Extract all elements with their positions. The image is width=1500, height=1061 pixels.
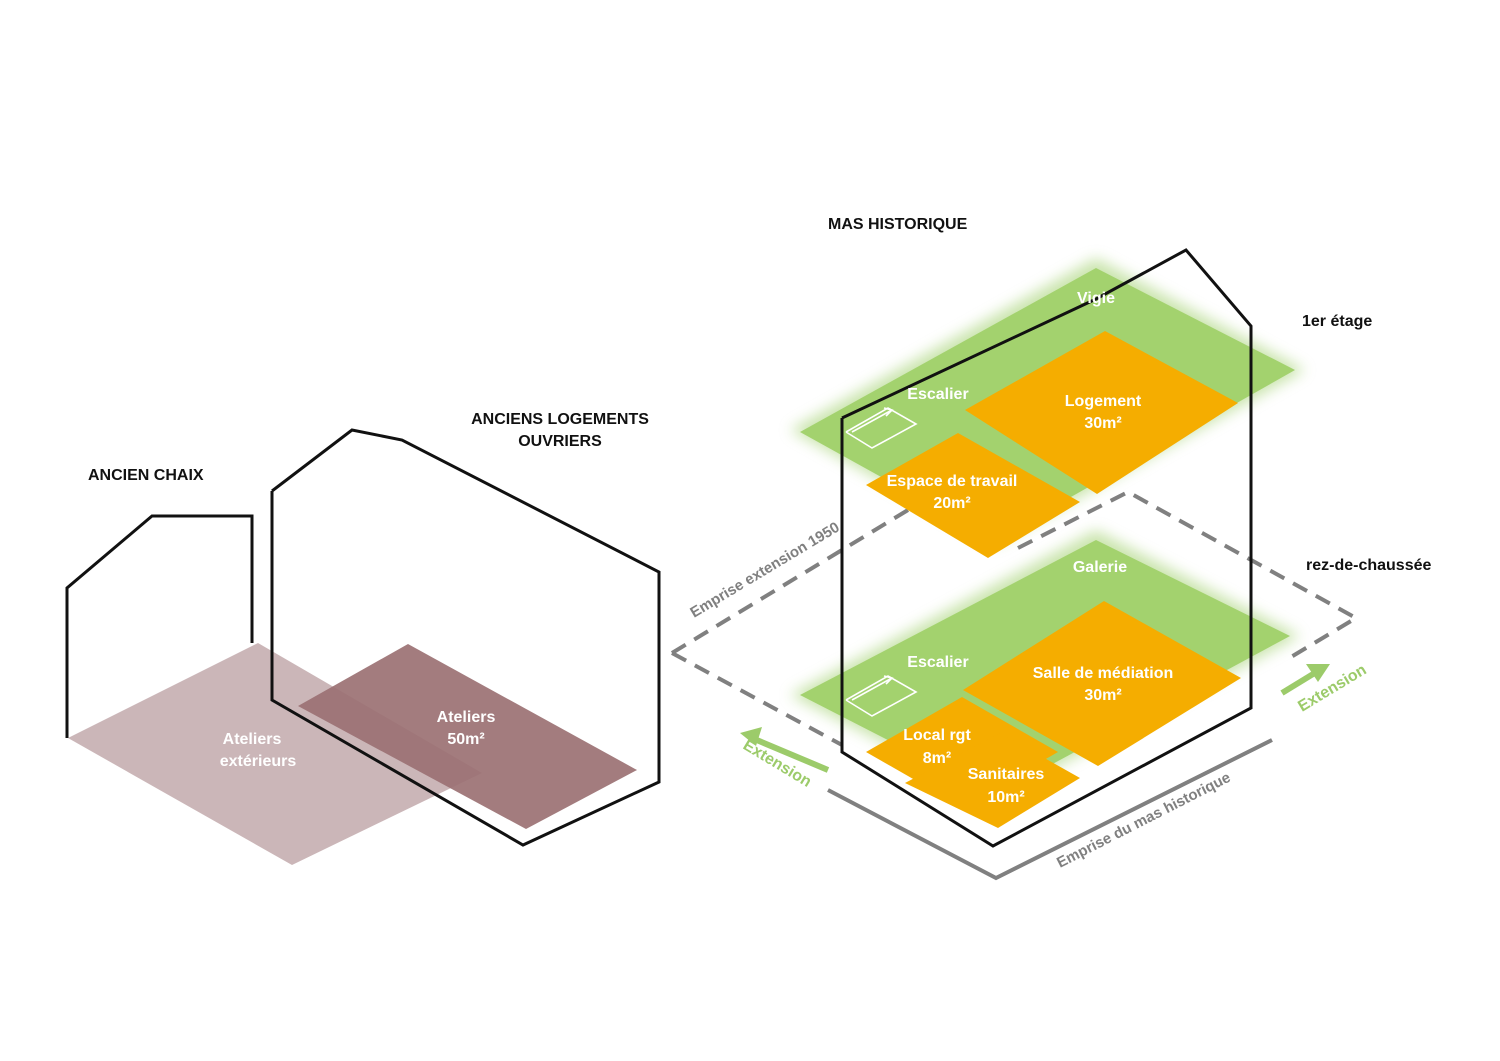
extension-right-label: Extension: [1295, 661, 1369, 715]
chaix-title: ANCIEN CHAIX: [88, 467, 204, 484]
logements-outline: [270, 428, 661, 847]
stair-arrow-icon: [845, 675, 918, 717]
extension-1950-footprint: [670, 508, 910, 655]
ancien-chaix-group: ANCIEN CHAIX Ateliers extérieurs: [65, 467, 482, 865]
mas-title: MAS HISTORIQUE: [828, 216, 968, 233]
chaix-outline: [65, 514, 254, 738]
stair-arrow-icon: [845, 407, 918, 449]
sanitaires-room: [905, 733, 1080, 828]
mas-historique-group: MAS HISTORIQUE 1er étage rez-de-chaussée…: [670, 216, 1431, 881]
logement-label-2: 30m²: [1084, 415, 1121, 432]
level-ground-label: rez-de-chaussée: [1306, 557, 1431, 574]
escalier-first-label: Escalier: [907, 386, 968, 403]
extension-arrow-icon: [740, 727, 830, 773]
galerie-label: Galerie: [1073, 559, 1127, 576]
logement-room: [965, 331, 1238, 494]
mediation-label-1: Salle de médiation: [1033, 665, 1173, 682]
logements-title-1: ANCIENS LOGEMENTS: [471, 411, 649, 428]
level-first-label: 1er étage: [1302, 313, 1372, 330]
extension-1950-footprint-right: [1017, 489, 1361, 662]
extension-left-label: Extension: [740, 737, 814, 791]
escalier-ground-label: Escalier: [907, 654, 968, 671]
ateliers-50-zone: [298, 644, 637, 829]
emprise-mas-label: Emprise du mas historique: [1054, 769, 1233, 872]
salle-mediation-room: [963, 601, 1241, 766]
ateliers-exterieurs-label-1: Ateliers: [223, 731, 282, 748]
mediation-label-2: 30m²: [1084, 687, 1121, 704]
emprise-mas-footprint: [827, 738, 1273, 881]
logements-title-2: OUVRIERS: [518, 433, 602, 450]
extension-1950-footprint-bottom: [671, 651, 843, 747]
travail-label-1: Espace de travail: [887, 473, 1018, 490]
sanitaires-label-1: Sanitaires: [968, 766, 1045, 783]
local-label-2: 8m²: [923, 750, 951, 767]
extension-1950-label: Emprise extension 1950: [687, 519, 842, 622]
sanitaires-label-2: 10m²: [987, 789, 1024, 806]
extension-arrow-icon: [1280, 664, 1330, 696]
ateliers-50-label-2: 50m²: [447, 731, 484, 748]
ateliers-exterieurs-label-2: extérieurs: [220, 753, 297, 770]
logement-label-1: Logement: [1065, 393, 1142, 410]
ateliers-50-label-1: Ateliers: [437, 709, 496, 726]
local-label-1: Local rgt: [903, 727, 971, 744]
vigie-label: Vigie: [1077, 290, 1115, 307]
mas-outline: [840, 248, 1253, 848]
travail-label-2: 20m²: [933, 495, 970, 512]
espace-travail-room: [866, 433, 1080, 558]
ateliers-exterieurs-zone: [68, 643, 482, 865]
logements-group: ANCIENS LOGEMENTS OUVRIERS Ateliers 50m²: [270, 411, 661, 847]
